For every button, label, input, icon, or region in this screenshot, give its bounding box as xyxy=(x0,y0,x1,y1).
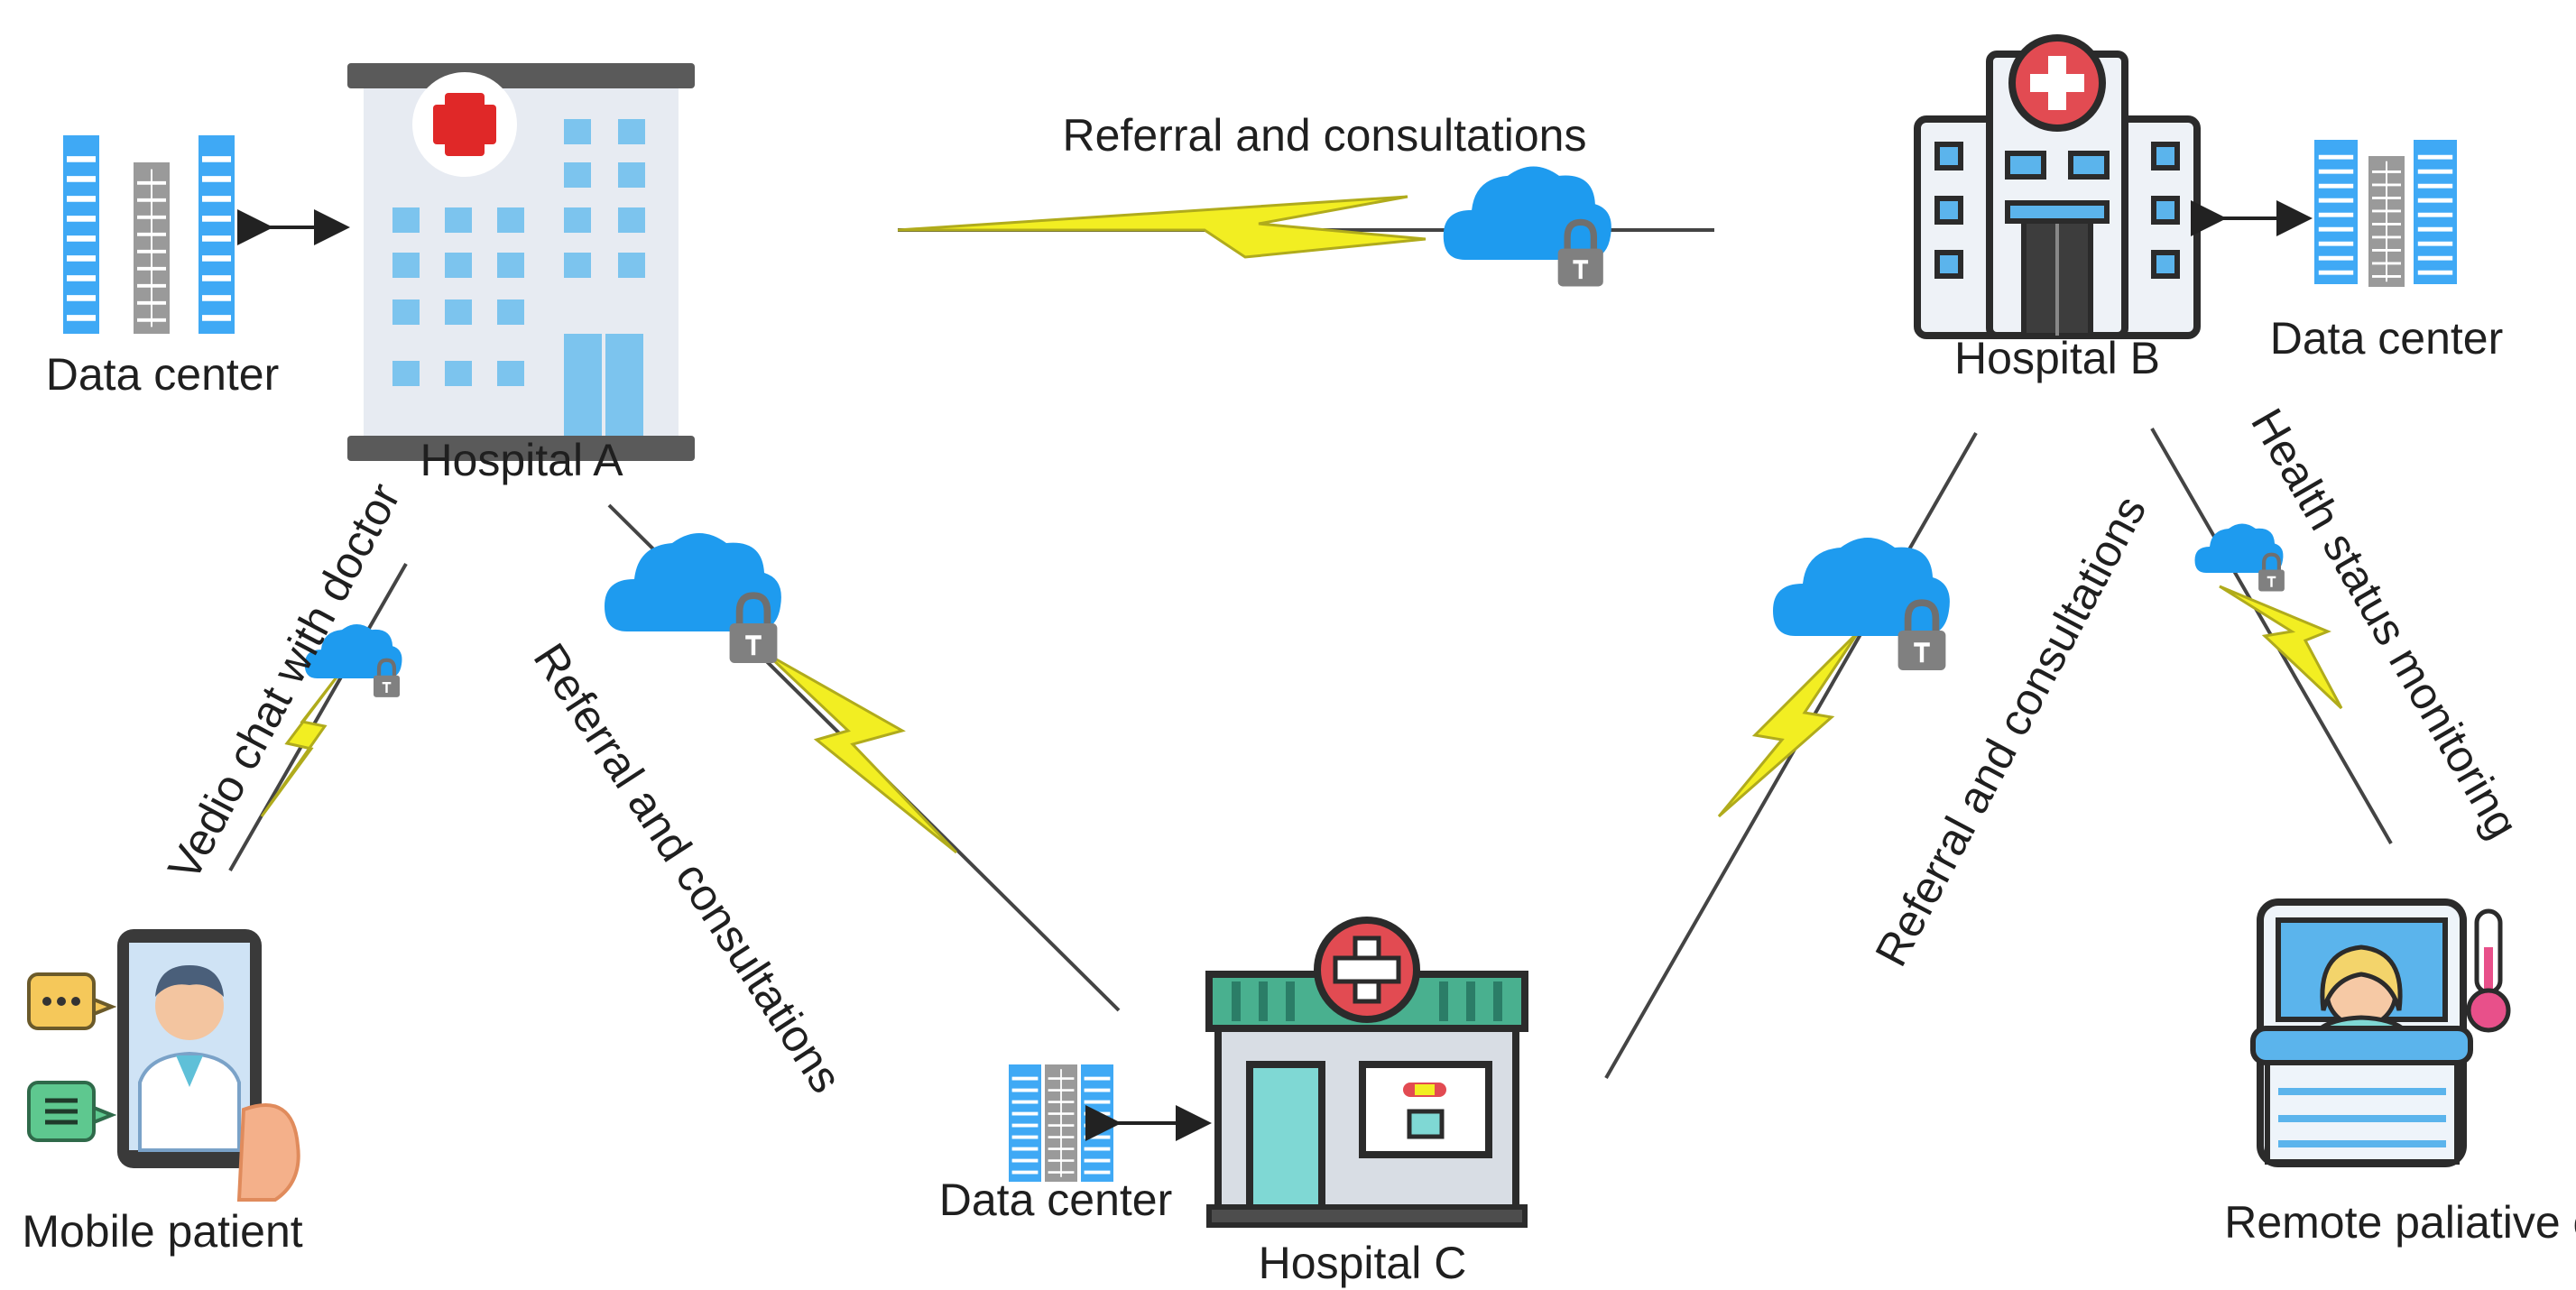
lightning-bolt-icon xyxy=(2219,585,2343,710)
smartphone-doctor-icon xyxy=(117,929,300,1202)
hospital-a-label: Hospital A xyxy=(420,435,623,485)
link-a-patient xyxy=(228,563,408,871)
hospital-c-icon xyxy=(1205,917,1528,1228)
chat-bubble-icon xyxy=(27,972,117,1030)
cloud-lock-icon xyxy=(1773,538,1950,670)
remote-care-label: Remote paliative care xyxy=(2224,1197,2576,1248)
patient-bed-icon xyxy=(2250,898,2473,1167)
hospital-c-label: Hospital C xyxy=(1258,1238,1467,1288)
thermometer-icon xyxy=(2466,908,2511,1033)
server-rack-icon xyxy=(2314,140,2457,289)
link-a-b xyxy=(897,166,1714,286)
link-b-c xyxy=(1604,432,1978,1079)
hospital-a-icon xyxy=(347,63,695,461)
link-a-b-label: Referral and consultations xyxy=(1062,110,1587,161)
cloud-lock-icon xyxy=(1443,166,1611,286)
data-center-b-label: Data center xyxy=(2269,313,2504,364)
link-a-c xyxy=(605,503,1121,1012)
chat-bubble-icon xyxy=(27,1081,117,1142)
server-rack-icon xyxy=(63,135,235,334)
data-center-c-label: Data center xyxy=(938,1175,1173,1225)
hospital-b-label: Hospital B xyxy=(1954,333,2160,383)
lightning-bolt-icon xyxy=(765,652,958,854)
data-center-a-label: Data center xyxy=(45,349,280,400)
hospital-b-icon xyxy=(1914,34,2201,339)
server-rack-icon xyxy=(1007,1063,1115,1184)
link-b-remote xyxy=(2150,428,2393,844)
lightning-bolt-icon xyxy=(1717,630,1860,818)
mobile-patient-label: Mobile patient xyxy=(22,1206,303,1257)
lightning-bolt-icon xyxy=(897,195,1426,259)
cloud-lock-icon xyxy=(605,533,781,663)
lightning-bolt-icon xyxy=(260,662,349,817)
